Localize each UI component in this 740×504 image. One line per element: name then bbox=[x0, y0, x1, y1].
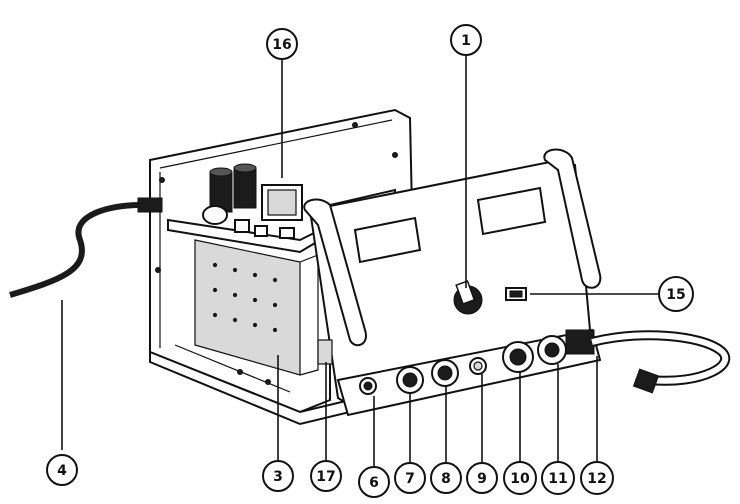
capacitor-2 bbox=[233, 167, 257, 209]
callout-1: 1 bbox=[450, 24, 482, 56]
callout-label: 3 bbox=[273, 469, 283, 485]
callout-label: 15 bbox=[666, 287, 685, 303]
callout-11: 11 bbox=[541, 461, 575, 495]
left-handle bbox=[303, 198, 367, 347]
callout-15: 15 bbox=[658, 276, 694, 312]
callout-label: 17 bbox=[316, 469, 335, 485]
mains-cable bbox=[9, 202, 141, 298]
callout-label: 11 bbox=[548, 471, 567, 487]
internal-connector bbox=[317, 339, 333, 365]
callout-label: 6 bbox=[369, 475, 379, 491]
callout-label: 9 bbox=[477, 471, 487, 487]
callout-label: 4 bbox=[57, 463, 67, 479]
right-handle bbox=[543, 148, 602, 289]
callout-12: 12 bbox=[580, 461, 614, 495]
callout-7: 7 bbox=[394, 462, 426, 494]
machine-illustration bbox=[9, 108, 731, 426]
callout-16: 16 bbox=[266, 28, 298, 60]
callout-4: 4 bbox=[46, 454, 78, 486]
cable-clamp bbox=[137, 197, 163, 213]
callout-6: 6 bbox=[358, 466, 390, 498]
round-component bbox=[202, 205, 228, 225]
display-window-left bbox=[353, 216, 422, 264]
callout-label: 16 bbox=[272, 37, 291, 53]
display-window-right bbox=[476, 186, 547, 236]
callout-label: 1 bbox=[461, 33, 471, 49]
leader-lines bbox=[61, 56, 658, 466]
callout-label: 12 bbox=[587, 471, 606, 487]
callout-label: 8 bbox=[441, 471, 451, 487]
callout-17: 17 bbox=[310, 460, 342, 492]
callout-3: 3 bbox=[262, 460, 294, 492]
heatsink-dots bbox=[212, 262, 278, 333]
cable-lug bbox=[632, 368, 660, 394]
sockets bbox=[359, 329, 595, 395]
callout-label: 10 bbox=[510, 471, 530, 487]
callout-8: 8 bbox=[430, 462, 462, 494]
callout-9: 9 bbox=[466, 462, 498, 494]
callout-10: 10 bbox=[503, 461, 537, 495]
callout-label: 7 bbox=[405, 471, 415, 487]
